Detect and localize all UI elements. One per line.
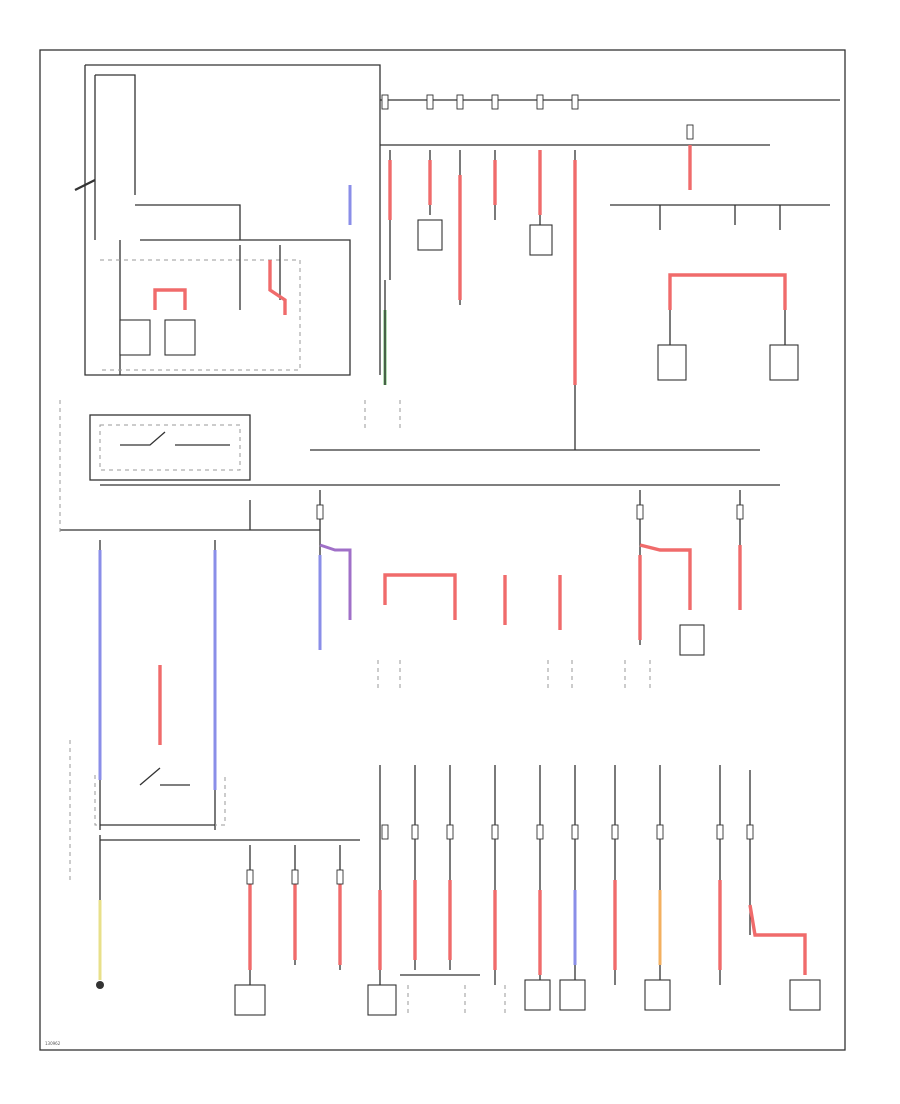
red-wire: [748, 904, 807, 975]
lower-mid-branches: [318, 490, 742, 690]
wire-line: [139, 767, 190, 786]
wire-line: [140, 239, 351, 280]
red-wire: [668, 273, 787, 310]
fuse-icon: [536, 824, 544, 840]
purple-wire: [319, 543, 352, 620]
right-module: [610, 204, 830, 381]
wire-line: [135, 204, 241, 240]
top-branch-wires: [348, 145, 692, 450]
battery-section: [74, 64, 381, 376]
lower-left-relay: [69, 540, 360, 989]
ground-icon: [96, 981, 104, 989]
component-box: [417, 219, 443, 251]
fuse-icon: [291, 869, 299, 885]
bottom-fuse-row: [234, 765, 821, 1016]
wire-line: [94, 775, 226, 826]
fuse-icon: [411, 824, 419, 840]
fuse-icon: [571, 94, 579, 110]
fuse-icon: [446, 824, 454, 840]
component-box: [367, 984, 397, 1016]
component-box: [119, 319, 151, 356]
component-box: [164, 319, 196, 356]
red-wire: [383, 573, 457, 620]
wire-line: [120, 431, 230, 446]
wire-line: [85, 64, 381, 375]
wire-line: [74, 179, 96, 191]
relay-box: [89, 414, 251, 481]
component-box: [789, 979, 821, 1011]
fuse-icon: [716, 824, 724, 840]
component-box: [657, 344, 687, 381]
fuse-icon: [536, 94, 544, 110]
fuse-icon: [611, 824, 619, 840]
component-box: [769, 344, 799, 381]
component-box: [524, 979, 551, 1011]
fuse-icon: [636, 504, 644, 520]
middle-bus: [59, 400, 780, 535]
wire-line: [659, 205, 781, 230]
component-box: [559, 979, 586, 1011]
red-wire: [153, 288, 187, 310]
fuse-icon: [491, 94, 499, 110]
wire-line: [669, 310, 786, 345]
fuse-icon: [746, 824, 754, 840]
wire-line: [377, 660, 651, 690]
wire-line: [95, 74, 136, 195]
fuse-icon: [381, 824, 389, 840]
wire-line: [407, 985, 506, 1015]
fuse-icon: [246, 869, 254, 885]
wire-line: [100, 259, 301, 371]
fuse-icon: [571, 824, 579, 840]
fuse-icon: [686, 124, 694, 140]
top-fuse-bus: [380, 99, 840, 185]
wire-line: [239, 245, 281, 310]
diagram-frame: [39, 49, 846, 1051]
wire-line: [84, 65, 351, 376]
fuse-icon: [336, 869, 344, 885]
wire-line: [364, 400, 401, 430]
fuse-icon: [491, 824, 499, 840]
component-box: [679, 624, 705, 656]
fuse-icon: [456, 94, 464, 110]
fuse-icon: [381, 94, 389, 110]
component-box: [644, 979, 671, 1011]
component-box: [529, 224, 553, 256]
component-box: [234, 984, 266, 1016]
fuse-icon: [656, 824, 664, 840]
red-wire: [268, 260, 287, 315]
fuse-icon: [736, 504, 744, 520]
fuse-icon: [426, 94, 434, 110]
relay-inner: [99, 424, 241, 471]
red-wire: [639, 543, 692, 610]
fuse-icon: [316, 504, 324, 520]
footer-code: 130962: [45, 1041, 61, 1046]
